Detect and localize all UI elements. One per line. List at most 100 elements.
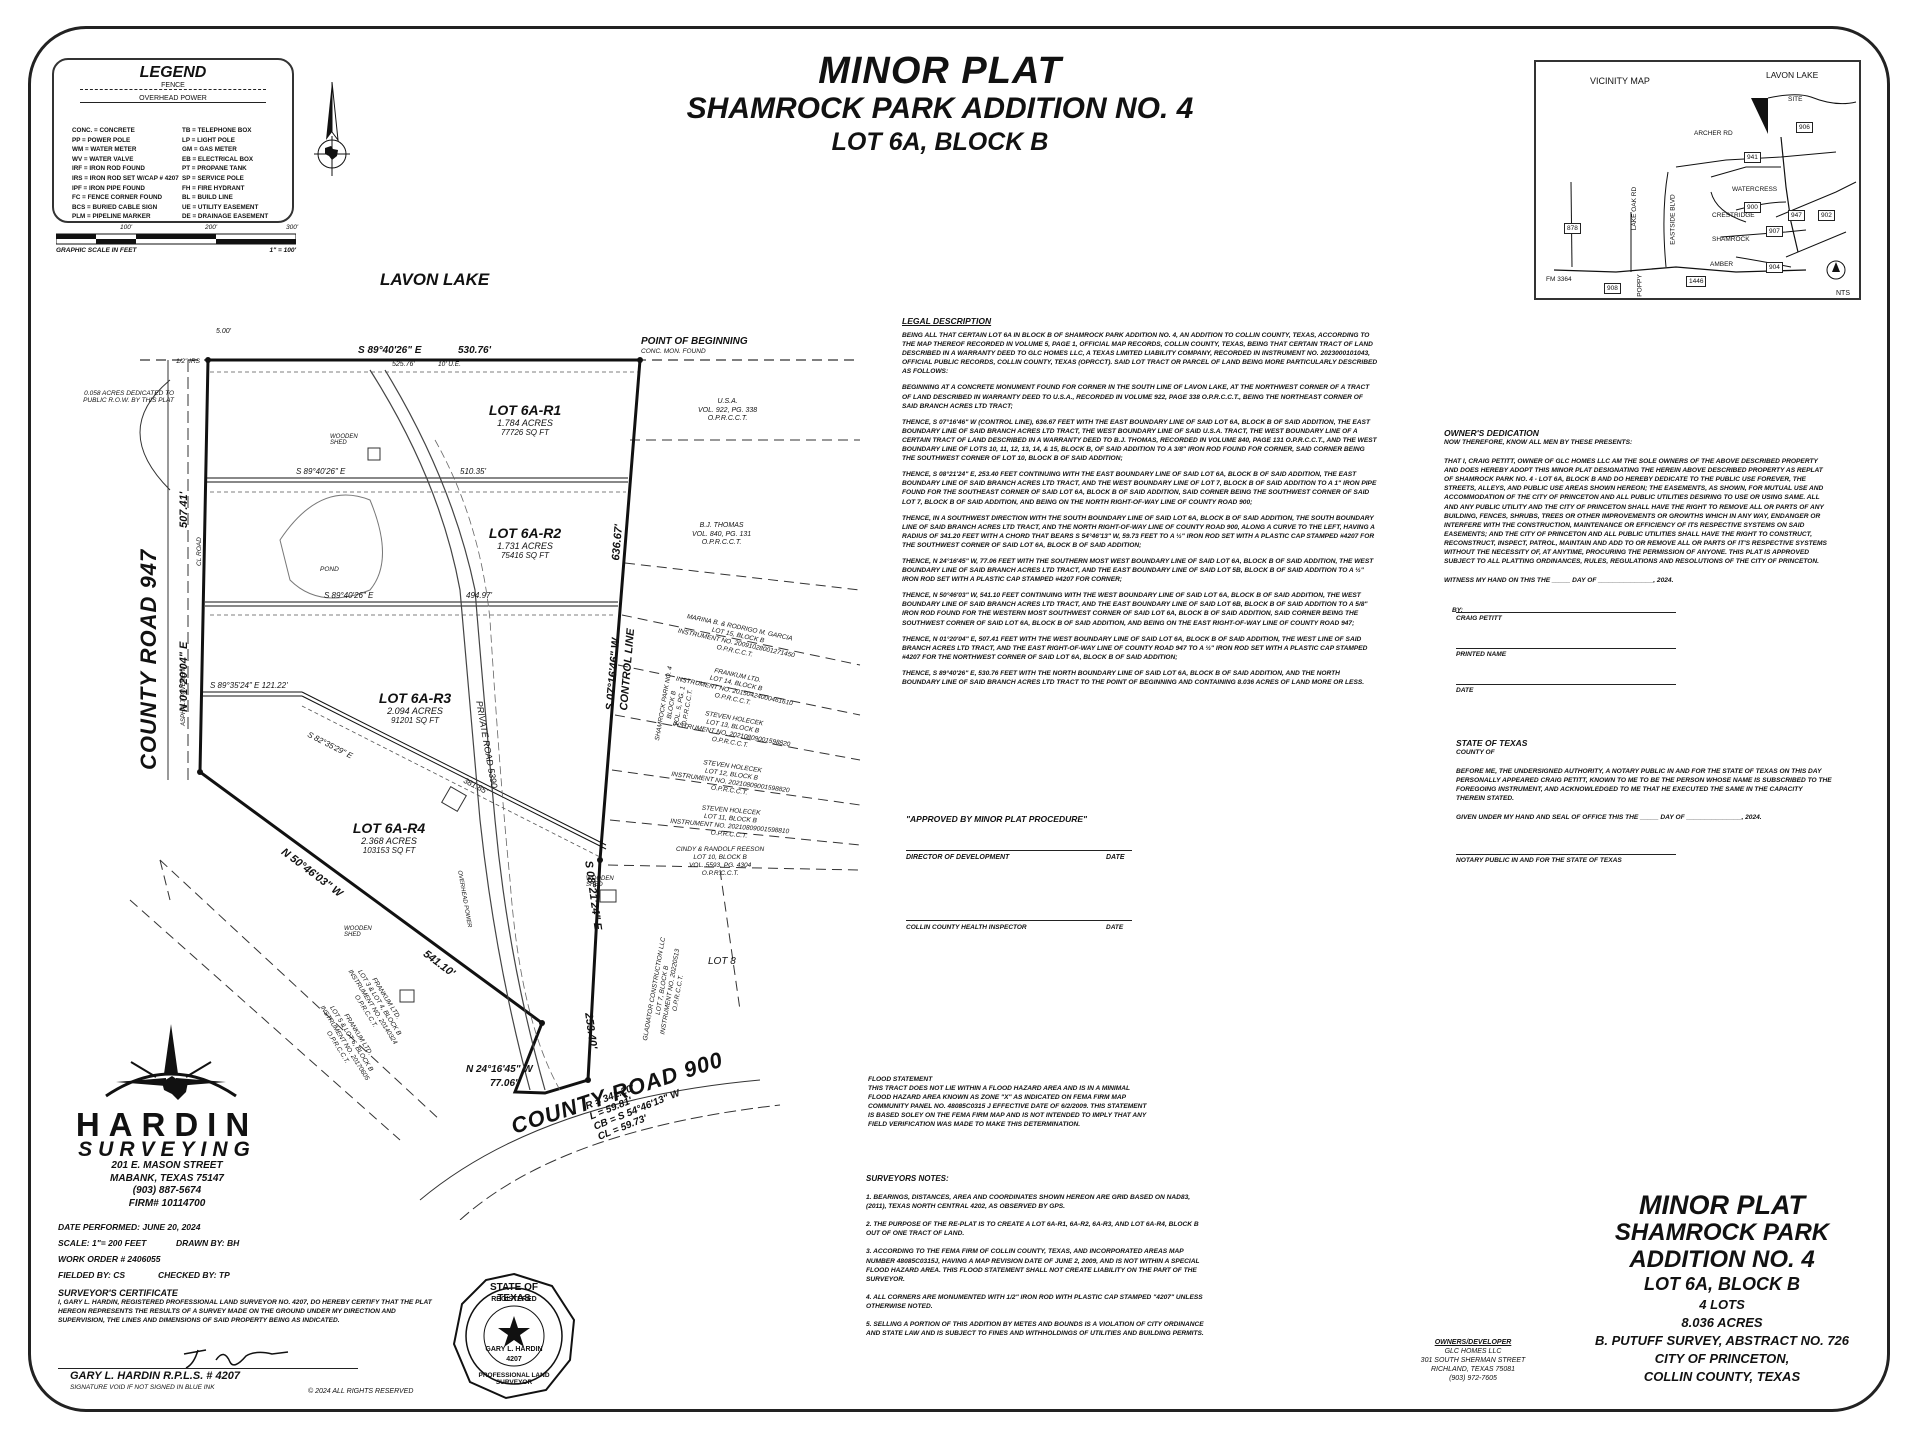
- lot-r3-label: LOT 6A-R3 2.094 ACRES 91201 SQ FT: [360, 690, 470, 725]
- legal-description: LEGAL DESCRIPTION BEING ALL THAT CERTAIN…: [902, 316, 1378, 687]
- notary-block: STATE OF TEXAS COUNTY OF BEFORE ME, THE …: [1456, 738, 1832, 823]
- lot-name: LOT 6A-R4: [352, 820, 426, 836]
- shed-label: WOODEN SHED: [344, 926, 372, 938]
- director-signature-line[interactable]: [906, 850, 1132, 851]
- legend-item: TB = TELEPHONE BOX: [182, 127, 252, 134]
- corner-marker: [205, 357, 211, 363]
- legend-item: BL = BUILD LINE: [182, 194, 233, 202]
- notary-state: STATE OF TEXAS: [1456, 738, 1528, 748]
- legend-right-column: TB = TELEPHONE BOX LP = LIGHT POLE GM = …: [182, 126, 268, 222]
- legal-paragraph: THENCE, S 89°40'26" E, 530.76 FEET WITH …: [902, 669, 1365, 686]
- adj-line: VOL. 5593, PG. 4304: [689, 862, 752, 869]
- legend-item: DE = DRAINAGE EASEMENT: [182, 213, 269, 221]
- utility-easement-lines: [210, 371, 638, 859]
- legal-paragraph: THENCE, IN A SOUTHWEST DIRECTION WITH TH…: [902, 514, 1375, 549]
- lot-acres: 1.784 ACRES: [497, 418, 553, 428]
- vm-road-fm3364: FM 3364: [1546, 276, 1572, 283]
- owner-text: THAT I, CRAIG PETITT, OWNER OF GLC HOMES…: [1444, 458, 1827, 566]
- north-inner-distance: 525.76': [392, 361, 415, 368]
- legend-item: PLM = PIPELINE MARKER: [72, 213, 151, 221]
- legend-item: IPF = IRON PIPE FOUND: [72, 184, 145, 192]
- corner-marker: [597, 857, 603, 863]
- developer-line: GLC HOMES LLC: [1444, 1348, 1502, 1355]
- adj-line: O.P.R.C.C.T.: [701, 539, 742, 546]
- row-note-line: 0.058 ACRES DEDICATED TO: [84, 390, 174, 397]
- developer-heading: OWNERS/DEVELOPER: [1434, 1339, 1512, 1346]
- vm-road-number: 906: [1796, 122, 1813, 133]
- health-signature-line[interactable]: [906, 920, 1132, 921]
- scale-ratio: 1" = 100': [269, 247, 297, 254]
- graphic-scale-bar: [56, 233, 296, 245]
- copyright: © 2024 ALL RIGHTS RESERVED: [308, 1388, 414, 1395]
- legal-paragraph: THENCE, N 01°20'04" E, 507.41 FEET WITH …: [902, 635, 1368, 661]
- owner-developer: OWNERS/DEVELOPER GLC HOMES LLC 301 SOUTH…: [1396, 1338, 1550, 1383]
- plat-lake-label: LAVON LAKE: [380, 270, 490, 289]
- owner-signature-line[interactable]: [1456, 612, 1676, 613]
- lot-sqft: 75416 SQ FT: [500, 551, 550, 560]
- irs-label: 1/2" IRS: [176, 358, 200, 365]
- lot-name: LOT 6A-R2: [488, 525, 562, 541]
- notary-signature-line[interactable]: [1456, 854, 1676, 855]
- lot-division-lines: [203, 477, 628, 850]
- owner-date-label: DATE: [1456, 687, 1474, 694]
- lot-acres: 1.731 ACRES: [497, 541, 553, 551]
- line3-bearing: S 89°35'24" E 121.22': [210, 681, 288, 690]
- drawn-by: DRAWN BY: BH: [176, 1238, 240, 1248]
- vm-road-poppy: POPPY: [1636, 274, 1644, 297]
- vm-road-lakeoak: LAKE OAK RD: [1631, 186, 1639, 231]
- private-road-edge: [369, 369, 531, 1091]
- hardin-addr-line: 201 E. MASON STREET: [111, 1160, 223, 1171]
- notary-text: BEFORE ME, THE UNDERSIGNED AUTHORITY, A …: [1456, 768, 1832, 803]
- north-line-distance: 530.76': [458, 345, 491, 356]
- plat-title: MINOR PLAT: [818, 50, 1062, 92]
- scale-tick-100: 100': [120, 224, 133, 231]
- legend-overhead-symbol: [80, 102, 266, 103]
- ue-label: 10' U.E.: [438, 361, 461, 368]
- director-label: DIRECTOR OF DEVELOPMENT: [906, 854, 1010, 861]
- flood-text: THIS TRACT DOES NOT LIE WITHIN A FLOOD H…: [868, 1085, 1147, 1129]
- legend-item: FC = FENCE CORNER FOUND: [72, 194, 163, 202]
- shed-icon: [599, 889, 617, 903]
- lot-boundary: [198, 358, 642, 1095]
- line1-distance: 510.35': [460, 467, 486, 476]
- note-item: 5. SELLING A PORTION OF THIS ADDITION BY…: [866, 1321, 1204, 1338]
- adj-line: CINDY & RANDOLF REESON: [676, 846, 765, 853]
- lot-sqft: 77726 SQ FT: [500, 428, 550, 437]
- lot-r2-label: LOT 6A-R2 1.731 ACRES 75416 SQ FT: [470, 525, 580, 560]
- seal-registered: REGISTERED: [491, 1296, 537, 1303]
- legend-item: BCS = BURIED CABLE SIGN: [72, 203, 158, 211]
- legend-item: GM = GAS METER: [182, 146, 237, 154]
- adj-line: O.P.R.C.C.T.: [707, 415, 748, 422]
- legend-heading: LEGEND: [139, 64, 207, 81]
- vm-road-number: 902: [1818, 210, 1835, 221]
- surveyor-certificate: SURVEYOR'S CERTIFICATE I, GARY L. HARDIN…: [58, 1288, 438, 1325]
- lot-r4-label: LOT 6A-R4 2.368 ACRES 103153 SQ FT: [334, 820, 444, 855]
- shed-icon: [441, 786, 467, 812]
- corner-marker: [539, 1020, 545, 1026]
- pob-label: POINT OF BEGINNING: [641, 336, 748, 347]
- adj-line: VOL. 840, PG. 131: [692, 530, 752, 538]
- legend-item: LP = LIGHT POLE: [182, 136, 235, 144]
- hardin-name: HARDIN: [75, 1106, 259, 1143]
- plat-subtitle: SHAMROCK PARK ADDITION NO. 4: [686, 92, 1194, 125]
- lot8-label: LOT 8: [708, 956, 736, 967]
- note-item: 1. BEARINGS, DISTANCES, AREA AND COORDIN…: [866, 1194, 1191, 1211]
- owner-date-line[interactable]: [1456, 684, 1676, 685]
- corner-marker: [585, 1077, 591, 1083]
- lot-r1-label: LOT 6A-R1 1.784 ACRES 77726 SQ FT: [470, 402, 580, 437]
- printed-name-line[interactable]: [1456, 648, 1676, 649]
- north-line-bearing: S 89°40'26" E: [358, 345, 422, 356]
- vm-road-number: 878: [1564, 223, 1581, 234]
- adj-line: O.P.R.C.C.T.: [701, 870, 739, 877]
- legal-paragraph: THENCE, S 08°21'24" E, 253.40 FEET CONTI…: [902, 471, 1377, 506]
- note-item: 2. THE PURPOSE OF THE RE-PLAT IS TO CREA…: [866, 1221, 1199, 1238]
- seal-bottom: PROFESSIONAL LAND SURVEYOR: [478, 1372, 550, 1386]
- owner-name: CRAIG PETITT: [1456, 615, 1502, 622]
- note-item: 4. ALL CORNERS ARE MONUMENTED WITH 1/2" …: [866, 1293, 1203, 1310]
- surveyor-seal: [452, 1272, 576, 1400]
- bottom-title-6: 8.036 ACRES: [1681, 1315, 1763, 1330]
- adj-line: VOL. 922, PG. 338: [698, 406, 758, 414]
